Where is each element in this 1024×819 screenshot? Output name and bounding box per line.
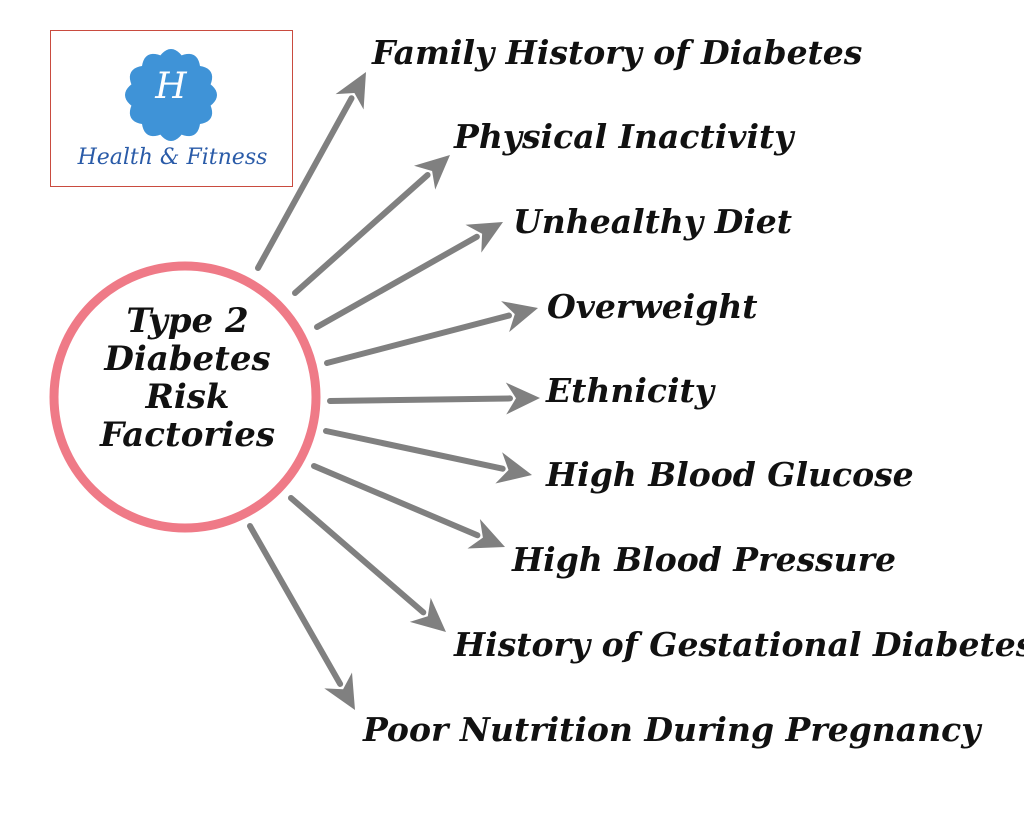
arrow-shaft bbox=[311, 463, 481, 539]
factor-label: Physical Inactivity bbox=[454, 117, 794, 156]
arrow-head bbox=[335, 72, 366, 110]
arrow-shaft bbox=[292, 171, 431, 296]
arrow-head bbox=[501, 301, 538, 333]
center-ring bbox=[49, 261, 321, 533]
arrow-head bbox=[409, 597, 446, 632]
factor-label: History of Gestational Diabetes bbox=[454, 625, 1024, 664]
center-title-line: Type 2 bbox=[126, 301, 249, 341]
arrow bbox=[324, 301, 538, 366]
arrow-shaft bbox=[314, 233, 480, 330]
factor-label: High Blood Glucose bbox=[546, 455, 914, 494]
factor-label: Poor Nutrition During Pregnancy bbox=[363, 710, 981, 749]
arrow-shaft bbox=[324, 312, 512, 366]
factor-label: Family History of Diabetes bbox=[372, 33, 863, 72]
arrow bbox=[247, 523, 355, 710]
center-title-line: Diabetes bbox=[104, 339, 271, 379]
arrow-shaft bbox=[288, 495, 427, 616]
factor-label: Ethnicity bbox=[546, 371, 714, 410]
logo-name: Health & Fitness bbox=[77, 145, 268, 170]
factor-label: Overweight bbox=[547, 287, 758, 326]
logo: H Health & Fitness bbox=[50, 30, 293, 187]
arrow-head bbox=[505, 382, 540, 415]
scalloped-badge-icon bbox=[125, 49, 217, 141]
center-title-line: Risk bbox=[145, 377, 230, 417]
arrow-shaft bbox=[323, 428, 506, 472]
center-title-line: Factories bbox=[100, 415, 275, 455]
center-title: Type 2 Diabetes Risk Factories bbox=[80, 302, 295, 454]
arrow-head bbox=[495, 452, 532, 484]
arrow bbox=[323, 428, 532, 484]
arrow bbox=[288, 495, 446, 632]
factor-label: High Blood Pressure bbox=[512, 540, 897, 579]
arrow-head bbox=[414, 155, 450, 190]
arrow-shaft bbox=[255, 95, 355, 271]
factor-label: Unhealthy Diet bbox=[513, 202, 792, 241]
arrow bbox=[327, 382, 540, 415]
arrow bbox=[255, 72, 366, 271]
arrow bbox=[311, 463, 505, 549]
arrow-head bbox=[467, 519, 505, 549]
arrow-head bbox=[324, 672, 355, 710]
arrow-shaft bbox=[247, 523, 344, 687]
arrow-head bbox=[465, 222, 503, 253]
arrow-shaft bbox=[327, 395, 514, 404]
arrow bbox=[314, 222, 503, 330]
arrow bbox=[292, 155, 450, 296]
logo-letter: H bbox=[155, 66, 187, 107]
